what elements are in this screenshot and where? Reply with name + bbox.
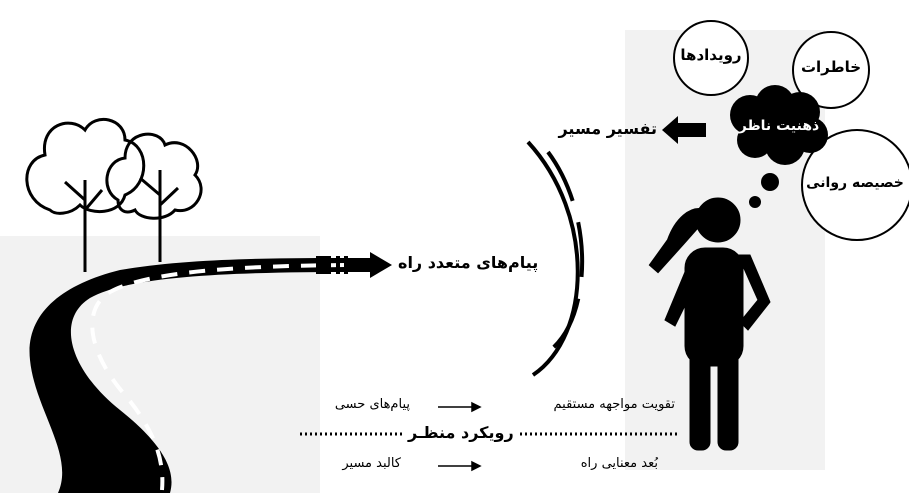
signal-waves-icon — [526, 140, 585, 377]
road-arrow-icon — [316, 252, 392, 278]
sensory-messages-text: پیام‌های حسی — [334, 397, 410, 412]
observer-mind-label: ذهنیت ناظر — [738, 118, 820, 134]
events-bubble-label: رویدادها — [680, 46, 742, 64]
direct-encounter-text: تقویت مواجهه مستقیم — [553, 397, 675, 412]
multiple-messages-label: پیام‌های متعدد راه — [398, 253, 539, 272]
path-interpretation-label: تفسیر مسیر — [558, 119, 657, 138]
road-icon — [29, 258, 355, 493]
row-arrow-icon — [438, 460, 482, 472]
interpretation-arrow-icon — [662, 116, 706, 144]
thinking-person-icon — [648, 197, 771, 451]
events-bubble-circle — [673, 20, 749, 96]
psych-trait-bubble-label: خصیصه روانی — [806, 175, 904, 191]
path-body-text: کالبد مسیر — [342, 456, 401, 471]
row-arrow-icon — [438, 401, 482, 413]
perspective-label: رویکرد منظـر — [404, 423, 518, 442]
psych-trait-bubble-circle — [801, 129, 909, 241]
semantic-dimension-text: بُعد معنایی راه — [580, 456, 658, 471]
memories-bubble-circle — [792, 31, 870, 109]
thought-bubbles — [673, 20, 909, 241]
mind-cloud-icon — [730, 85, 828, 208]
trees-icon — [25, 118, 203, 272]
memories-bubble-label: خاطرات — [800, 58, 862, 76]
